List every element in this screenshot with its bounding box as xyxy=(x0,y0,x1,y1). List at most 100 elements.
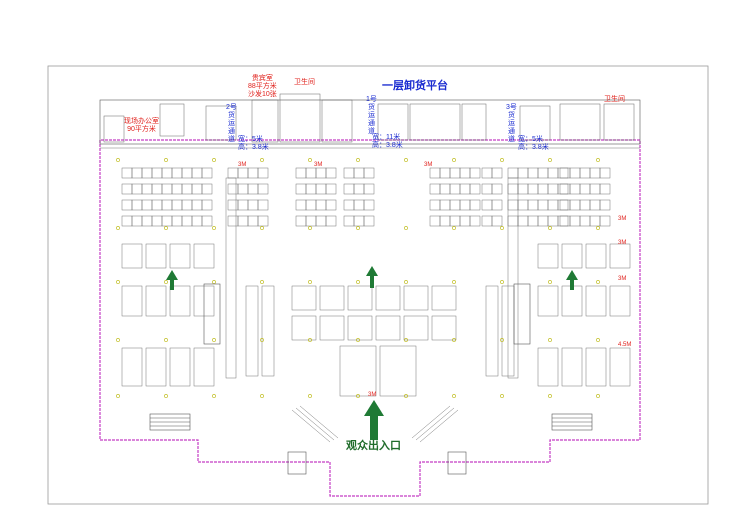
passage-2-label: 2号货运通道 xyxy=(226,104,237,144)
booth xyxy=(527,183,539,195)
stair-blocks xyxy=(149,283,593,475)
booth xyxy=(131,199,143,211)
booth xyxy=(569,183,581,195)
booth xyxy=(363,199,375,211)
column-marker xyxy=(164,338,168,342)
booth xyxy=(325,183,337,195)
booth xyxy=(609,285,631,317)
booth xyxy=(439,167,451,179)
entrance-label: 观众出入口 xyxy=(346,440,401,452)
booth xyxy=(131,167,143,179)
booth xyxy=(247,215,259,227)
booth xyxy=(121,199,133,211)
booth xyxy=(343,215,355,227)
booth xyxy=(429,167,441,179)
booth xyxy=(257,183,269,195)
booth xyxy=(491,167,503,179)
booth xyxy=(439,199,451,211)
booth xyxy=(527,199,539,211)
column-marker xyxy=(260,338,264,342)
booth xyxy=(161,183,173,195)
column-marker xyxy=(116,338,120,342)
booth xyxy=(429,183,441,195)
column-marker xyxy=(596,280,600,284)
booth xyxy=(537,243,559,269)
booth xyxy=(305,167,317,179)
booth xyxy=(347,315,373,341)
service-rooms xyxy=(103,93,635,143)
dim-label: 3M xyxy=(368,392,377,398)
dim-label: 3M xyxy=(618,240,627,246)
column-marker xyxy=(212,394,216,398)
column-marker xyxy=(452,226,456,230)
dim-label: 3M xyxy=(238,162,247,168)
booth xyxy=(537,183,549,195)
restroom-right-label: 卫生间 xyxy=(604,96,625,103)
booth xyxy=(507,199,519,211)
booth xyxy=(559,199,571,211)
booth xyxy=(599,215,611,227)
column-marker xyxy=(500,338,504,342)
booth xyxy=(151,199,163,211)
column-marker xyxy=(452,280,456,284)
booth xyxy=(585,347,607,387)
booth xyxy=(315,199,327,211)
booth xyxy=(169,285,191,317)
booth xyxy=(295,199,307,211)
booth xyxy=(481,167,493,179)
booth xyxy=(191,199,203,211)
booth xyxy=(145,285,167,317)
booth xyxy=(291,285,317,311)
booth xyxy=(589,183,601,195)
column-marker xyxy=(404,338,408,342)
booth xyxy=(537,347,559,387)
booth xyxy=(305,199,317,211)
booth xyxy=(193,347,215,387)
column-marker xyxy=(548,226,552,230)
column-marker xyxy=(404,226,408,230)
booth xyxy=(561,243,583,269)
booth xyxy=(609,243,631,269)
booth xyxy=(121,215,133,227)
booth xyxy=(121,183,133,195)
booth xyxy=(449,199,461,211)
booth xyxy=(295,167,307,179)
booth xyxy=(181,199,193,211)
booth xyxy=(439,183,451,195)
column-marker xyxy=(260,158,264,162)
booth xyxy=(181,167,193,179)
column-marker xyxy=(356,280,360,284)
booth xyxy=(353,215,365,227)
column-marker xyxy=(404,158,408,162)
column-marker xyxy=(500,226,504,230)
dim-label: 4.5M xyxy=(618,342,632,348)
booth xyxy=(585,243,607,269)
column-marker xyxy=(548,394,552,398)
booth xyxy=(429,199,441,211)
booth xyxy=(579,183,591,195)
booth xyxy=(347,285,373,311)
booth xyxy=(227,199,239,211)
column-marker xyxy=(260,280,264,284)
service-strip xyxy=(99,99,641,145)
booth xyxy=(353,199,365,211)
booth xyxy=(481,183,493,195)
booth xyxy=(181,183,193,195)
booth xyxy=(171,167,183,179)
booth xyxy=(145,347,167,387)
booth xyxy=(121,347,143,387)
column-marker xyxy=(452,158,456,162)
booth xyxy=(431,285,457,311)
booth xyxy=(481,215,493,227)
arrow-up-icon xyxy=(166,266,578,440)
booth xyxy=(305,183,317,195)
booth xyxy=(557,167,569,179)
passage-1-label: 1号货运通道 xyxy=(366,96,377,136)
booth xyxy=(459,167,471,179)
booth xyxy=(353,183,365,195)
passage-3-label: 3号货运通道 xyxy=(506,104,517,144)
booth xyxy=(491,199,503,211)
booth xyxy=(151,183,163,195)
booth xyxy=(559,183,571,195)
